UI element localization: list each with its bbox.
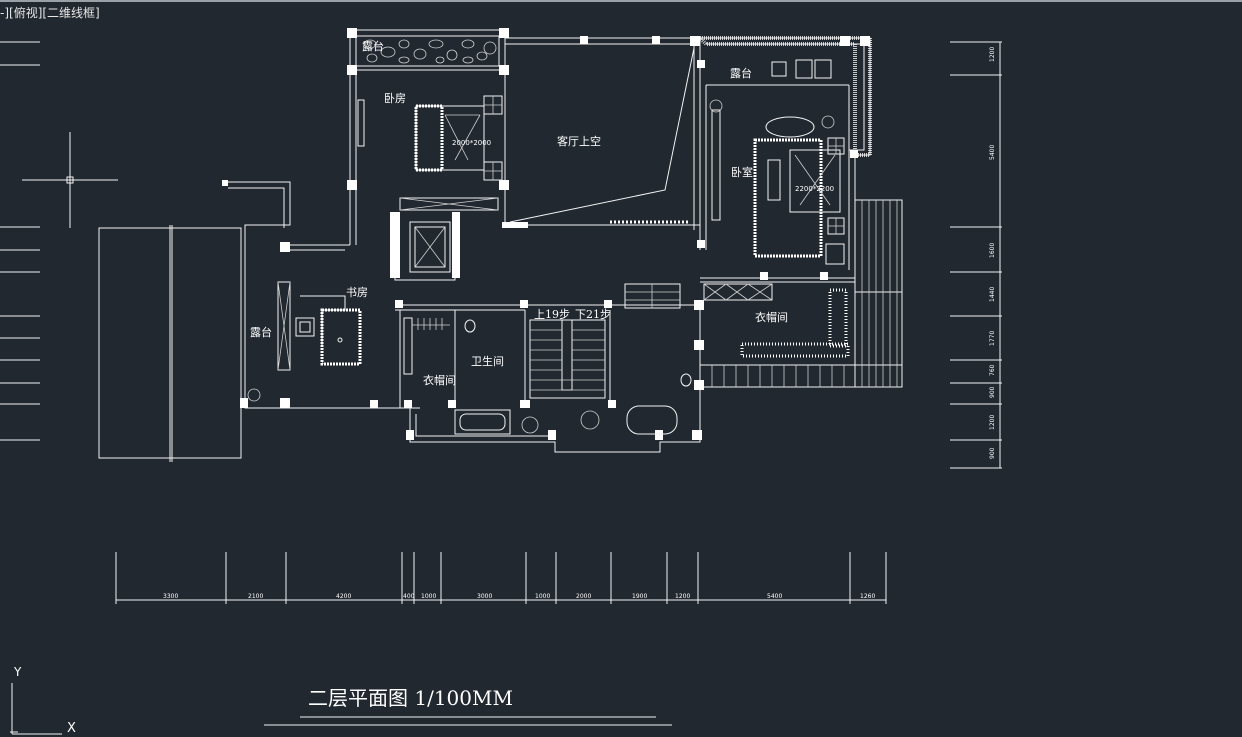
study-label: 书房 <box>346 286 368 299</box>
room-labels: 露台 卧房 2000*2000 客厅上空 露台 卧室 2200*2200 书房 … <box>250 39 834 387</box>
bedroom-left-label: 卧房 <box>384 92 406 105</box>
terrace-top-left-label: 露台 <box>362 39 384 53</box>
terrace-right-hatch <box>695 36 872 157</box>
living-void-label: 客厅上空 <box>557 134 601 148</box>
dim-bottom-5: 1000 <box>421 593 436 600</box>
ucs-axis-icon[interactable]: Y X <box>10 665 76 736</box>
ucs-y-label: Y <box>13 665 22 679</box>
dim-right-7: 900 <box>989 386 996 398</box>
bed-right-size-label: 2200*2200 <box>795 185 834 193</box>
drawing-title: 二层平面图 1/100MM <box>308 686 513 710</box>
terrace-left-outline <box>98 225 242 462</box>
dim-right-5: 1770 <box>989 331 996 346</box>
bed-left-size-label: 2000*2000 <box>452 139 491 147</box>
closet-bath-fixtures <box>403 41 835 435</box>
left-dimension-ticks <box>0 41 40 441</box>
terrace-pebble-pattern <box>355 35 500 67</box>
dim-right-1: 1200 <box>989 47 996 62</box>
dim-bottom-6: 3000 <box>477 593 492 600</box>
staircase <box>529 283 681 399</box>
closet-left-label: 衣帽间 <box>423 373 456 387</box>
bottom-dimension-chain: 3300 2100 4200 400 1000 3000 1000 2000 1… <box>115 552 887 604</box>
bathroom-label: 卫生间 <box>471 354 504 368</box>
dim-bottom-11: 5400 <box>767 593 782 600</box>
dim-right-9: 900 <box>989 447 996 459</box>
crosshair-cursor-icon[interactable] <box>22 132 118 228</box>
bed-left <box>357 95 503 181</box>
dim-right-2: 5400 <box>989 145 996 160</box>
dim-bottom-10: 1200 <box>675 593 690 600</box>
dim-right-8: 1200 <box>989 415 996 430</box>
drawing-title-block: 二层平面图 1/100MM <box>264 686 672 726</box>
terrace-left-label: 露台 <box>250 325 272 339</box>
dim-bottom-7: 1000 <box>535 593 550 600</box>
dim-bottom-12: 1260 <box>860 593 875 600</box>
dim-bottom-3: 4200 <box>336 593 351 600</box>
dim-bottom-2: 2100 <box>248 593 263 600</box>
viewport-controls-label[interactable]: -][俯视][二维线框] <box>0 6 100 20</box>
right-dimension-chain: 1200 5400 1600 1440 1770 760 900 1200 90… <box>950 41 1002 469</box>
closet-right-racks <box>703 283 850 358</box>
dim-bottom-1: 3300 <box>163 593 178 600</box>
dim-right-4: 1440 <box>989 287 996 302</box>
study-furniture <box>247 281 362 402</box>
balcony-decking <box>711 200 898 387</box>
dim-right-3: 1600 <box>989 243 996 258</box>
dim-bottom-8: 2000 <box>576 593 591 600</box>
terrace-top-right-label: 露台 <box>730 66 752 80</box>
stairs-down-label: 下21步 <box>575 308 611 321</box>
dim-bottom-4: 400 <box>403 593 415 600</box>
bed-right <box>711 59 845 265</box>
closet-right-label: 衣帽间 <box>755 310 788 324</box>
bedroom-right-label: 卧室 <box>731 165 753 179</box>
dim-right-6: 760 <box>989 364 996 376</box>
stairs-up-label: 上19步 <box>534 308 570 321</box>
elevator-core <box>399 197 499 273</box>
ucs-x-label: X <box>67 721 76 736</box>
dim-bottom-9: 1900 <box>632 593 647 600</box>
